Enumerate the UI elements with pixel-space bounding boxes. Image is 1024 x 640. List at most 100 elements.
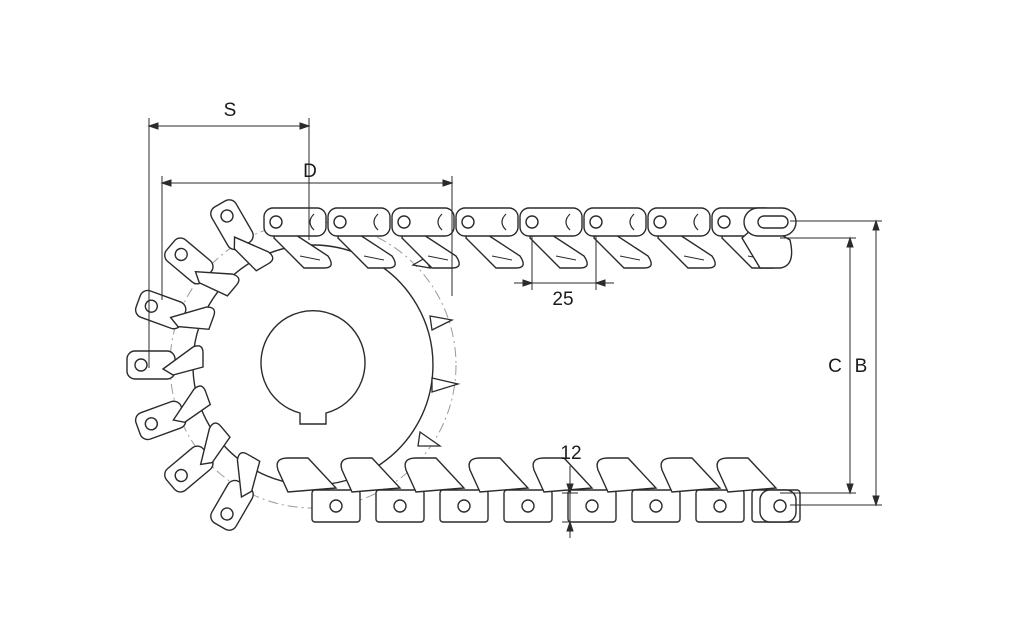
link-pin xyxy=(773,499,787,513)
link-plate-notch xyxy=(565,213,571,231)
link-pin xyxy=(457,499,471,513)
link-hook-slot xyxy=(363,255,385,261)
link-pin xyxy=(329,499,343,513)
chain-link-lower xyxy=(468,457,553,523)
sprocket-tooth xyxy=(429,315,455,331)
link-hook xyxy=(596,457,658,493)
chain-link-upper xyxy=(647,207,716,269)
dimension-pitch xyxy=(514,236,614,290)
link-pin xyxy=(649,499,663,513)
chain-end-link-upper xyxy=(741,207,797,269)
link-pin xyxy=(521,499,535,513)
chain-link-curved xyxy=(164,422,231,493)
link-plate-notch xyxy=(309,213,315,231)
chain-link-curved xyxy=(134,385,212,441)
link-plate xyxy=(391,207,455,237)
link-plate-notch xyxy=(629,213,635,231)
dimension-thickness xyxy=(562,466,578,538)
link-pin xyxy=(220,507,234,521)
chain-return-curve xyxy=(126,199,274,531)
link-plate xyxy=(263,207,327,237)
chain-link-upper xyxy=(327,207,396,269)
link-plate-notch xyxy=(501,213,507,231)
link-pin xyxy=(393,499,407,513)
link-pin xyxy=(589,215,603,229)
link-plate-notch xyxy=(437,213,443,231)
chain-lower-run xyxy=(276,457,801,523)
link-hook-slot xyxy=(555,255,577,261)
link-pin xyxy=(220,209,234,223)
dimension-d xyxy=(160,176,454,300)
link-pin xyxy=(269,215,283,229)
link-pin xyxy=(333,215,347,229)
chain-link-lower xyxy=(532,457,617,523)
link-hook-slot xyxy=(683,255,705,261)
chain-link-curved xyxy=(164,237,240,297)
sprocket-tooth xyxy=(417,430,443,447)
link-hook xyxy=(161,345,204,376)
link-hook xyxy=(340,457,402,493)
link-pin xyxy=(653,215,667,229)
dimension-b xyxy=(790,219,882,507)
chain-link-lower xyxy=(340,457,425,523)
link-plate-notch xyxy=(693,213,699,231)
chain-link-curved xyxy=(126,345,204,380)
chain-link-upper xyxy=(455,207,524,269)
chain-link-curved xyxy=(134,289,216,331)
link-hook xyxy=(276,457,338,493)
chain-link-lower xyxy=(276,457,361,523)
chain-link-lower xyxy=(660,457,745,523)
link-hook-slot xyxy=(299,255,321,261)
chain-upper-run xyxy=(263,207,797,269)
link-plate xyxy=(583,207,647,237)
link-hook xyxy=(532,457,594,493)
chain-link-lower xyxy=(596,457,681,523)
chain-link-upper xyxy=(583,207,652,269)
link-hook xyxy=(172,385,212,424)
link-pin xyxy=(717,215,731,229)
link-hook xyxy=(194,270,240,297)
dimension-thickness-label: 12 xyxy=(560,443,581,464)
link-pin xyxy=(585,499,599,513)
link-hook xyxy=(404,457,466,493)
link-plate-notch xyxy=(373,213,379,231)
chain-link-upper xyxy=(263,207,332,269)
link-pin xyxy=(397,215,411,229)
dimension-pitch-label: 25 xyxy=(552,289,573,310)
dimension-s xyxy=(147,118,311,368)
sprocket-bore-with-keyway xyxy=(260,309,366,425)
link-pin xyxy=(461,215,475,229)
link-pin xyxy=(174,247,188,262)
link-hook xyxy=(716,457,778,493)
dimension-s-label: S xyxy=(224,100,237,121)
link-pin xyxy=(144,417,159,431)
link-hook xyxy=(233,235,274,272)
link-plate xyxy=(455,207,519,237)
dimension-b-label: B xyxy=(855,356,868,377)
link-slot xyxy=(757,215,789,229)
link-plate xyxy=(519,207,583,237)
link-pin xyxy=(134,358,148,372)
chain-link-upper xyxy=(391,207,460,269)
link-hook xyxy=(169,306,216,331)
dimension-d-label: D xyxy=(303,161,317,182)
link-hook xyxy=(660,457,722,493)
link-hook-slot xyxy=(491,255,513,261)
link-hook-slot xyxy=(619,255,641,261)
sprocket-tooth xyxy=(431,377,461,393)
link-hook-slot xyxy=(427,255,449,261)
chain-link-curved xyxy=(210,199,274,272)
chain-link-lower xyxy=(404,457,489,523)
chain-link-curved xyxy=(210,452,261,531)
link-pin xyxy=(525,215,539,229)
link-plate xyxy=(327,207,391,237)
chain-link-upper xyxy=(519,207,588,269)
link-plate xyxy=(647,207,711,237)
link-pin xyxy=(713,499,727,513)
link-hook xyxy=(468,457,530,493)
link-hook xyxy=(199,422,231,466)
dimension-c-label: C xyxy=(828,356,842,377)
link-hook xyxy=(236,452,261,499)
